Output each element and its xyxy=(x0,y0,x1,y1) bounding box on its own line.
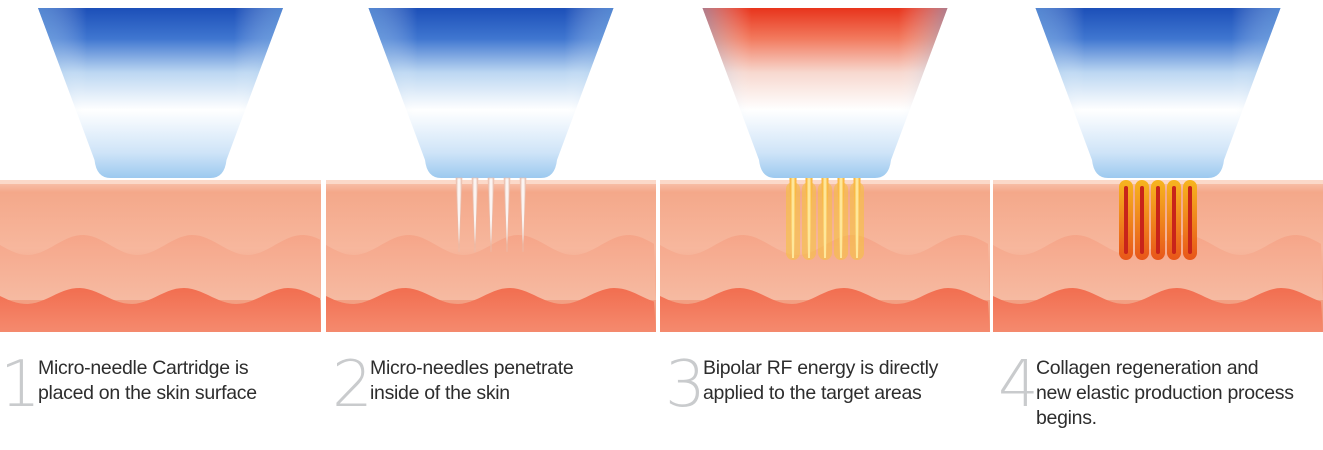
step-number: 2 xyxy=(332,348,373,422)
skin-layers-1 xyxy=(0,180,321,332)
needle-array-4 xyxy=(1119,180,1197,260)
step-description-line: Collagen regeneration and xyxy=(1036,357,1259,379)
step-description-line: new elastic production process xyxy=(1036,382,1294,404)
skin-layers-4 xyxy=(993,180,1323,332)
needle-array-2 xyxy=(455,177,527,253)
step-description-line: applied to the target areas xyxy=(703,382,922,404)
step-number: 1 xyxy=(0,348,41,422)
needle-array-3 xyxy=(786,178,864,260)
handpiece-1 xyxy=(38,8,283,178)
step-description-line: inside of the skin xyxy=(370,382,510,404)
handpiece-4 xyxy=(1035,8,1281,178)
step-number: 4 xyxy=(998,348,1039,422)
handpiece-2 xyxy=(368,8,614,178)
step-description-line: begins. xyxy=(1036,407,1097,429)
step-number: 3 xyxy=(665,348,706,422)
step-description: Micro-needles penetrate inside of the ski… xyxy=(370,356,574,406)
step-description-line: placed on the skin surface xyxy=(38,382,257,404)
step-description-line: Bipolar RF energy is directly xyxy=(703,357,939,379)
step-2-panel xyxy=(326,8,656,332)
step-1-panel xyxy=(0,8,321,332)
step-description: Collagen regeneration and new elastic pro… xyxy=(1036,356,1294,431)
step-3-panel xyxy=(660,8,990,332)
step-description-line: Micro-needle Cartridge is xyxy=(38,357,249,379)
step-description-line: Micro-needles penetrate xyxy=(370,357,574,379)
step-description: Micro-needle Cartridge is placed on the s… xyxy=(38,356,257,406)
handpiece-3 xyxy=(702,8,948,178)
step-description: Bipolar RF energy is directly applied to … xyxy=(703,356,938,406)
step-4-panel xyxy=(993,8,1323,332)
